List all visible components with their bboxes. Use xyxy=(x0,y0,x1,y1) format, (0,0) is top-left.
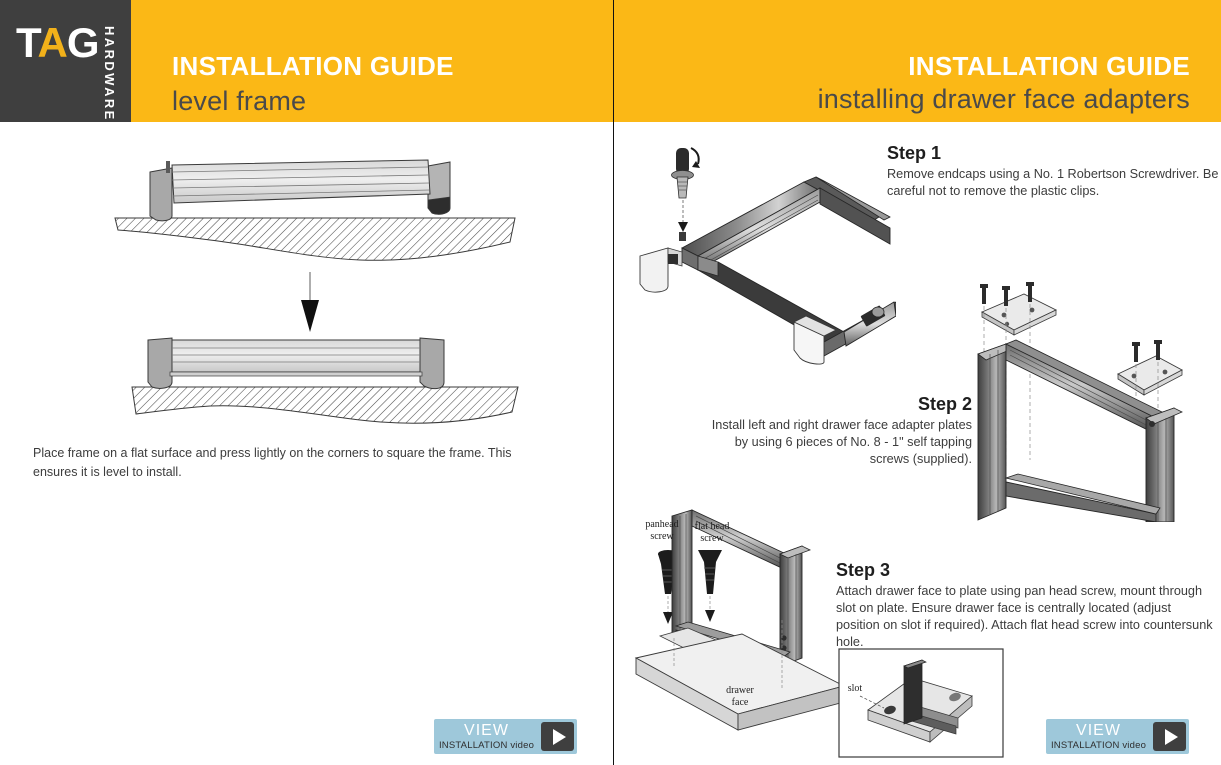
step-3-heading: Step 3 xyxy=(836,560,891,580)
play-icon[interactable] xyxy=(1153,722,1186,751)
view-installation-video-button-left[interactable]: VIEW INSTALLATION video xyxy=(434,719,577,754)
downward-arrow-icon xyxy=(301,272,319,332)
bowed-frame-diagram xyxy=(114,159,516,261)
slot-detail-inset xyxy=(838,648,1004,758)
logo-subtitle: HARDWARE xyxy=(102,26,117,122)
left-header-band: INSTALLATION GUIDE level frame xyxy=(131,0,613,122)
level-frame-illustration xyxy=(114,159,519,424)
logo-letter-t: T xyxy=(16,19,39,66)
logo-letter-a: A xyxy=(37,19,68,66)
step1-illustration xyxy=(639,147,896,365)
frame-right-vertical-rail xyxy=(1145,407,1183,522)
step-1: Step 1 Remove endcaps using a No. 1 Robe… xyxy=(887,143,1221,200)
panel-divider xyxy=(613,0,614,765)
view-button-text: VIEW INSTALLATION video xyxy=(434,721,541,751)
step-2-body: Install left and right drawer face adapt… xyxy=(711,418,972,467)
right-header-title: INSTALLATION GUIDE xyxy=(908,51,1190,81)
slot-label: slot xyxy=(847,683,863,694)
endcap-bottom xyxy=(793,315,837,365)
right-header-band: INSTALLATION GUIDE installing drawer fac… xyxy=(614,0,1221,122)
installation-video-label: INSTALLATION video xyxy=(438,739,535,751)
step-2-heading: Step 2 xyxy=(917,394,972,414)
adapter-plate-left xyxy=(980,293,1058,336)
flathead-screw-icon xyxy=(698,550,722,622)
view-installation-video-button-right[interactable]: VIEW INSTALLATION video xyxy=(1046,719,1189,754)
play-icon[interactable] xyxy=(541,722,574,751)
step-1-heading: Step 1 xyxy=(887,143,942,163)
step2-illustration xyxy=(977,282,1183,522)
flathead-screw-label: flat head screw xyxy=(694,521,730,544)
robertson-screwdriver-icon xyxy=(671,147,700,241)
step3-illustration xyxy=(634,509,846,731)
right-header-subtitle: installing drawer face adapters xyxy=(817,84,1190,114)
level-frame-diagram xyxy=(131,337,519,424)
frame-bottom-rail xyxy=(1004,473,1161,522)
frame-isometric xyxy=(681,176,896,357)
left-header-subtitle: level frame xyxy=(172,86,307,116)
view-label: VIEW xyxy=(464,721,509,739)
step-3-body: Attach drawer face to plate using pan he… xyxy=(836,584,1213,650)
panhead-screw-label: panhead screw xyxy=(645,519,679,542)
endcap-left xyxy=(639,247,683,293)
view-label: VIEW xyxy=(1076,721,1121,739)
frame-top-rail xyxy=(1005,339,1167,435)
left-header-title: INSTALLATION GUIDE xyxy=(172,51,454,81)
logo-wordmark: TAG xyxy=(16,19,100,66)
step-2: Step 2 Install left and right drawer fac… xyxy=(700,394,972,468)
step3-left-rail xyxy=(671,509,693,637)
frame-left-vertical-rail xyxy=(977,343,1015,521)
logo-letter-g: G xyxy=(66,19,100,66)
installation-video-label: INSTALLATION video xyxy=(1050,739,1147,751)
tag-hardware-logo: TAG HARDWARE xyxy=(0,0,131,122)
view-button-text: VIEW INSTALLATION video xyxy=(1046,721,1153,751)
adapter-plate-right xyxy=(1117,355,1183,396)
step3-right-rail xyxy=(778,545,812,667)
left-caption: Place frame on a flat surface and press … xyxy=(33,446,512,480)
step-3: Step 3 Attach drawer face to plate using… xyxy=(836,560,1216,652)
drawer-face-label: drawer face xyxy=(726,685,754,708)
step-1-body: Remove endcaps using a No. 1 Robertson S… xyxy=(887,167,1219,199)
